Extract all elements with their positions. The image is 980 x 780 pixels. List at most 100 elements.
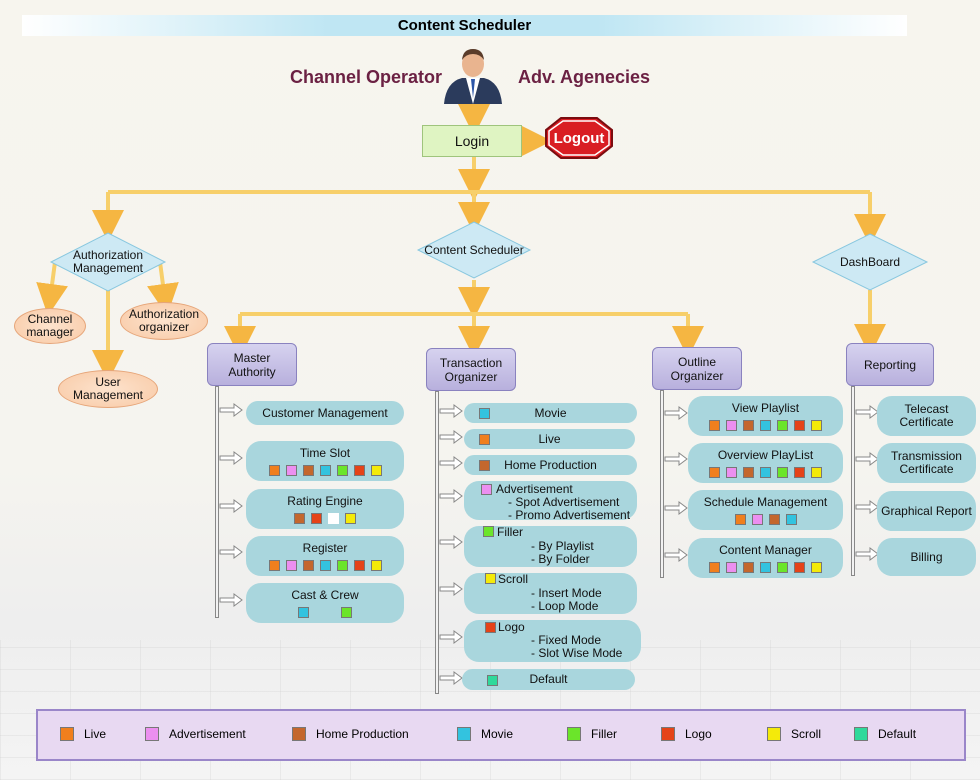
advertisement-swatch	[285, 560, 297, 572]
legend-label: Default	[878, 727, 917, 741]
color-swatches	[266, 560, 385, 572]
legend-item-logo: Logo	[661, 727, 712, 741]
logo-swatch	[311, 513, 322, 525]
scroll-swatch	[811, 420, 822, 432]
reporting-node[interactable]: Reporting	[846, 343, 934, 386]
item-label: Rating Engine	[287, 493, 363, 508]
node-line: Management	[72, 388, 144, 402]
scroll-swatch	[345, 513, 356, 525]
report-item-graphical-report[interactable]: Graphical Report	[877, 491, 976, 531]
content-scheduler-diamond[interactable]: Content Scheduler	[424, 243, 524, 257]
master-item-customer-management[interactable]: Customer Management	[246, 401, 404, 425]
item-label: Scroll	[498, 572, 529, 586]
user-management-node[interactable]: User Management	[58, 370, 158, 408]
home-production-swatch	[292, 727, 306, 741]
transaction-item-live[interactable]	[464, 429, 635, 449]
reporting-rail	[851, 386, 855, 576]
role-channel-operator: Channel Operator	[290, 67, 443, 87]
logo-swatch	[794, 467, 805, 479]
movie-swatch	[319, 560, 331, 572]
outline-item-schedule-management[interactable]: Schedule Management	[688, 490, 843, 530]
report-item-billing[interactable]: Billing	[877, 538, 976, 576]
filler-swatch	[341, 607, 352, 619]
movie-swatch	[785, 514, 797, 526]
outline-item-overview-playlist[interactable]: Overview PlayList	[688, 443, 843, 483]
item-label: Home Production	[504, 458, 597, 472]
item-label: Filler	[497, 525, 523, 539]
item-sub: - By Playlist	[531, 539, 594, 553]
color-swatches	[291, 513, 359, 525]
transaction-organizer-node[interactable]: Transaction Organizer	[426, 348, 516, 391]
logo-swatch	[353, 465, 365, 477]
login-button[interactable]: Login	[422, 125, 522, 157]
color-swatches	[706, 420, 825, 432]
item-label: Transmission	[891, 449, 962, 463]
report-item-transmission-certificate[interactable]: Transmission Certificate	[877, 443, 976, 483]
item-label: Default	[529, 672, 568, 686]
filler-swatch	[777, 562, 788, 574]
master-item-rating-engine[interactable]: Rating Engine	[246, 489, 404, 529]
item-sub: - Spot Advertisement	[508, 495, 620, 509]
legend-label: Filler	[591, 727, 617, 741]
filler-swatch	[777, 467, 788, 479]
filler-swatch	[567, 727, 581, 741]
node-line: Organizer	[670, 368, 724, 383]
transaction-item-movie[interactable]	[464, 403, 637, 423]
item-label: Graphical Report	[881, 504, 972, 518]
item-label: Customer Management	[262, 406, 388, 420]
report-item-telecast-certificate[interactable]: Telecast Certificate	[877, 396, 976, 436]
item-label: Live	[538, 432, 561, 446]
master-item-time-slot[interactable]: Time Slot	[246, 441, 404, 481]
live-swatch	[479, 434, 490, 445]
outline-organizer-node[interactable]: Outline Organizer	[652, 347, 742, 390]
color-swatches	[706, 467, 825, 479]
master-item-cast-crew[interactable]: Cast & Crew	[246, 583, 404, 623]
scroll-swatch	[811, 467, 822, 479]
item-label: Cast & Crew	[291, 587, 359, 602]
movie-swatch	[457, 727, 471, 741]
dashboard-diamond[interactable]: DashBoard	[839, 255, 901, 269]
filler-swatch	[483, 526, 494, 537]
logo-swatch	[794, 420, 805, 432]
outline-item-view-playlist[interactable]: View Playlist	[688, 396, 843, 436]
page-title: Content Scheduler	[22, 15, 907, 36]
logo-swatch	[794, 562, 805, 574]
logo-swatch	[661, 727, 675, 741]
movie-swatch	[319, 465, 331, 477]
color-swatches	[266, 465, 385, 477]
item-sub: - By Folder	[531, 552, 590, 566]
legend-label: Logo	[685, 727, 712, 741]
advertisement-swatch	[145, 727, 159, 741]
legend-label: Live	[84, 727, 107, 741]
home-production-swatch	[743, 467, 754, 479]
master-authority-node[interactable]: Master Authority	[207, 343, 297, 386]
spacer	[315, 607, 335, 618]
authorization-management-diamond[interactable]: Authorization Management	[58, 249, 158, 275]
movie-swatch	[760, 420, 771, 432]
transaction-item-home-production[interactable]	[464, 455, 637, 475]
item-label: Certificate	[899, 415, 954, 429]
item-label: Advertisement	[496, 482, 573, 496]
node-line: Organizer	[444, 369, 498, 384]
channel-manager-node[interactable]: Channel manager	[14, 308, 86, 344]
node-line: User	[95, 375, 121, 389]
master-item-register[interactable]: Register	[246, 536, 404, 576]
node-line: Outline	[677, 354, 717, 369]
node-line: Authorization	[128, 307, 200, 321]
transaction-rail	[435, 391, 439, 694]
legend-item-home-production: Home Production	[292, 727, 409, 741]
live-swatch	[60, 727, 74, 741]
advertisement-swatch	[481, 484, 492, 495]
authorization-organizer-node[interactable]: Authorization organizer	[120, 302, 208, 340]
outline-item-content-manager[interactable]: Content Manager	[688, 538, 843, 578]
color-swatches	[295, 607, 355, 619]
scroll-swatch	[485, 573, 496, 584]
color-swatches	[732, 514, 800, 526]
live-swatch	[709, 467, 720, 479]
advertisement-swatch	[726, 467, 737, 479]
logout-button[interactable]: Logout	[545, 117, 613, 159]
scroll-swatch	[811, 562, 822, 574]
item-label: Register	[302, 540, 348, 555]
transaction-item-default[interactable]	[462, 669, 635, 690]
transaction-item-advertisement[interactable]	[464, 481, 637, 520]
